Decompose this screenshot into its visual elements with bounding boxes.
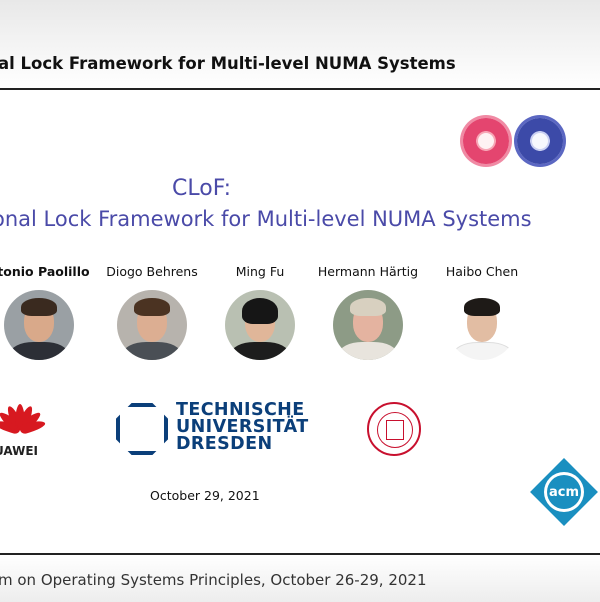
slide-title-line-2: onal Lock Framework for Multi-level NUMA… (0, 207, 532, 231)
huawei-flower-icon (0, 400, 47, 440)
author-name: ntonio Paolillo (0, 264, 90, 279)
sjtu-seal-logo (367, 402, 421, 456)
acm-logo-text: acm (547, 475, 581, 509)
author-5: Haibo Chen (422, 264, 542, 360)
tu-dresden-logo-text: TECHNISCHE UNIVERSITÄT DRESDEN (176, 400, 309, 454)
huawei-logo-text: UAWEI (0, 444, 39, 458)
author-photo (4, 290, 74, 360)
tu-dresden-emblem-icon (116, 403, 168, 455)
author-1: ntonio Paolillo (0, 264, 99, 360)
author-name: Hermann Härtig (317, 264, 419, 279)
header-title: al Lock Framework for Multi-level NUMA S… (0, 54, 456, 73)
slide-header-bar: al Lock Framework for Multi-level NUMA S… (0, 0, 600, 90)
slide-footer-bar: m on Operating Systems Principles, Octob… (0, 553, 600, 602)
author-photo (225, 290, 295, 360)
author-photo (447, 290, 517, 360)
huawei-logo: UAWEI (0, 400, 54, 458)
author-3: Ming Fu (200, 264, 320, 360)
acm-logo: acm (530, 458, 598, 526)
author-photo (333, 290, 403, 360)
slide-title-line-1: CLoF: (172, 176, 232, 201)
footer-text: m on Operating Systems Principles, Octob… (0, 571, 427, 589)
results-reproduced-badge-icon (517, 118, 563, 164)
author-2: Diogo Behrens (92, 264, 212, 360)
author-name: Ming Fu (235, 264, 285, 279)
author-name: Haibo Chen (445, 264, 519, 279)
presentation-date: October 29, 2021 (150, 488, 260, 503)
author-photo (117, 290, 187, 360)
artifact-available-badge-icon (463, 118, 509, 164)
author-name: Diogo Behrens (106, 264, 198, 279)
author-4: Hermann Härtig (308, 264, 428, 360)
